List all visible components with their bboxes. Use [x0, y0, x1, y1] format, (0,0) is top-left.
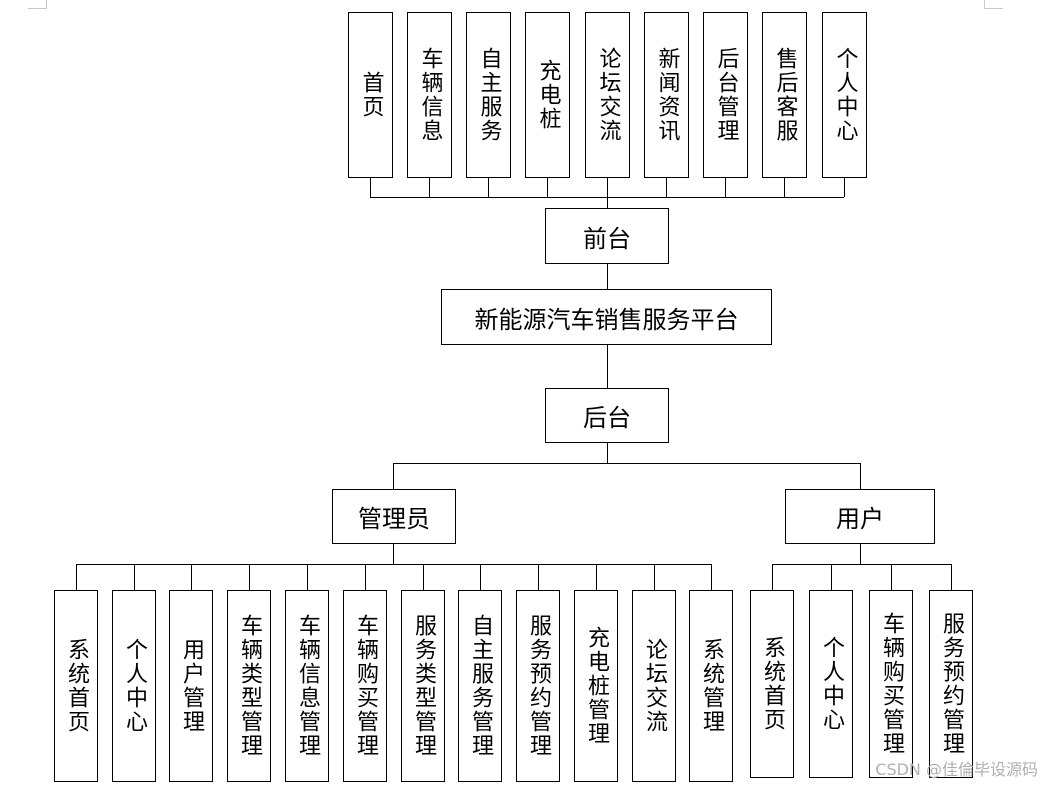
admin-drop-line: [596, 564, 597, 590]
admin-drop-line: [134, 564, 135, 590]
frontend-module-label: 论坛交流: [595, 47, 621, 143]
frontend-module-box: 自主服务: [466, 12, 511, 178]
frontend-drop-line: [547, 177, 548, 197]
user-down-line: [860, 544, 861, 564]
admin-module-box: 服务类型管理: [401, 590, 445, 782]
frontend-module-box: 车辆信息: [407, 12, 452, 178]
frontend-drop-line: [666, 177, 667, 197]
frontend-drop-line: [607, 177, 608, 197]
admin-drop-line: [423, 564, 424, 590]
admin-module-label: 系统首页: [64, 638, 89, 734]
frontend-module-box: 充电桩: [525, 12, 570, 178]
user-module-label: 服务预约管理: [939, 612, 964, 756]
user-module-label: 个人中心: [819, 636, 844, 732]
watermark-text: CSDN @佳倫毕设源码: [875, 760, 1038, 779]
page-corner-mark-right: [984, 0, 1003, 9]
frontend-module-box: 论坛交流: [585, 12, 630, 178]
admin-module-label: 系统管理: [699, 638, 724, 734]
role-bus-line: [393, 463, 860, 464]
frontend-drop-line: [429, 177, 430, 197]
admin-module-box: 充电桩管理: [574, 590, 618, 782]
frontend-module-box: 售后客服: [762, 12, 807, 178]
root-node-label: 新能源汽车销售服务平台: [474, 305, 739, 334]
frontend-module-box: 个人中心: [822, 12, 867, 178]
frontend-module-label: 首页: [358, 71, 384, 119]
user-drop-line: [891, 564, 892, 590]
user-node: 用户: [785, 489, 935, 544]
backend-node-label: 后台: [583, 404, 631, 432]
admin-module-box: 车辆购买管理: [343, 590, 387, 782]
admin-module-box: 服务预约管理: [516, 590, 560, 782]
admin-module-box: 系统管理: [689, 590, 733, 782]
admin-module-label: 论坛交流: [642, 638, 667, 734]
admin-module-label: 自主服务管理: [468, 614, 493, 758]
frontend-node: 前台: [545, 208, 669, 264]
frontend-module-label: 个人中心: [832, 47, 858, 143]
user-drop-line: [951, 564, 952, 590]
admin-node: 管理员: [332, 489, 456, 544]
admin-down-line: [393, 544, 394, 564]
admin-drop-line: [191, 564, 192, 590]
frontend-module-box: 新闻资讯: [644, 12, 689, 178]
user-module-box: 个人中心: [809, 590, 853, 778]
admin-up-line: [393, 463, 394, 489]
frontend-module-label: 后台管理: [713, 47, 739, 143]
frontend-to-root-line: [607, 263, 608, 289]
admin-module-label: 服务类型管理: [411, 614, 436, 758]
user-module-label: 车辆购买管理: [879, 612, 904, 756]
frontend-module-label: 自主服务: [476, 47, 502, 143]
root-to-backend-line: [607, 344, 608, 388]
frontend-module-box: 后台管理: [703, 12, 748, 178]
admin-drop-line: [249, 564, 250, 590]
admin-module-box: 系统首页: [54, 590, 98, 782]
admin-module-label: 服务预约管理: [526, 614, 551, 758]
user-module-label: 系统首页: [760, 636, 785, 732]
frontend-drop-line: [370, 177, 371, 197]
admin-bus-line: [76, 564, 711, 565]
admin-drop-line: [480, 564, 481, 590]
admin-drop-line: [76, 564, 77, 590]
admin-module-box: 自主服务管理: [458, 590, 502, 782]
admin-module-box: 个人中心: [112, 590, 156, 782]
user-up-line: [860, 463, 861, 489]
frontend-module-label: 充电桩: [535, 59, 561, 131]
admin-drop-line: [654, 564, 655, 590]
admin-drop-line: [711, 564, 712, 590]
frontend-drop-line: [844, 177, 845, 197]
frontend-module-label: 新闻资讯: [654, 47, 680, 143]
admin-module-box: 车辆信息管理: [285, 590, 329, 782]
user-node-label: 用户: [836, 505, 884, 533]
user-module-box: 车辆购买管理: [869, 590, 913, 778]
admin-drop-line: [365, 564, 366, 590]
backend-down-line: [607, 443, 608, 463]
root-node: 新能源汽车销售服务平台: [441, 289, 772, 345]
admin-module-label: 个人中心: [122, 638, 147, 734]
frontend-module-box: 首页: [348, 12, 393, 178]
frontend-module-label: 售后客服: [772, 47, 798, 143]
frontend-drop-line: [725, 177, 726, 197]
frontend-module-label: 车辆信息: [417, 47, 443, 143]
admin-node-label: 管理员: [358, 505, 430, 533]
frontend-node-label: 前台: [583, 224, 631, 253]
admin-module-box: 车辆类型管理: [227, 590, 271, 782]
user-module-box: 系统首页: [750, 590, 794, 778]
user-module-box: 服务预约管理: [929, 590, 973, 778]
admin-module-label: 车辆类型管理: [237, 614, 262, 758]
frontend-to-bus-line: [607, 197, 608, 208]
admin-drop-line: [538, 564, 539, 590]
admin-module-label: 用户管理: [179, 638, 204, 734]
admin-module-box: 用户管理: [169, 590, 213, 782]
backend-node: 后台: [545, 388, 669, 443]
admin-module-label: 车辆购买管理: [353, 614, 378, 758]
frontend-drop-line: [488, 177, 489, 197]
page-corner-mark-left: [28, 0, 47, 9]
admin-module-label: 充电桩管理: [584, 626, 609, 746]
admin-drop-line: [307, 564, 308, 590]
user-drop-line: [831, 564, 832, 590]
admin-module-box: 论坛交流: [632, 590, 676, 782]
user-bus-line: [772, 564, 951, 565]
user-drop-line: [772, 564, 773, 590]
admin-module-label: 车辆信息管理: [295, 614, 320, 758]
frontend-drop-line: [784, 177, 785, 197]
